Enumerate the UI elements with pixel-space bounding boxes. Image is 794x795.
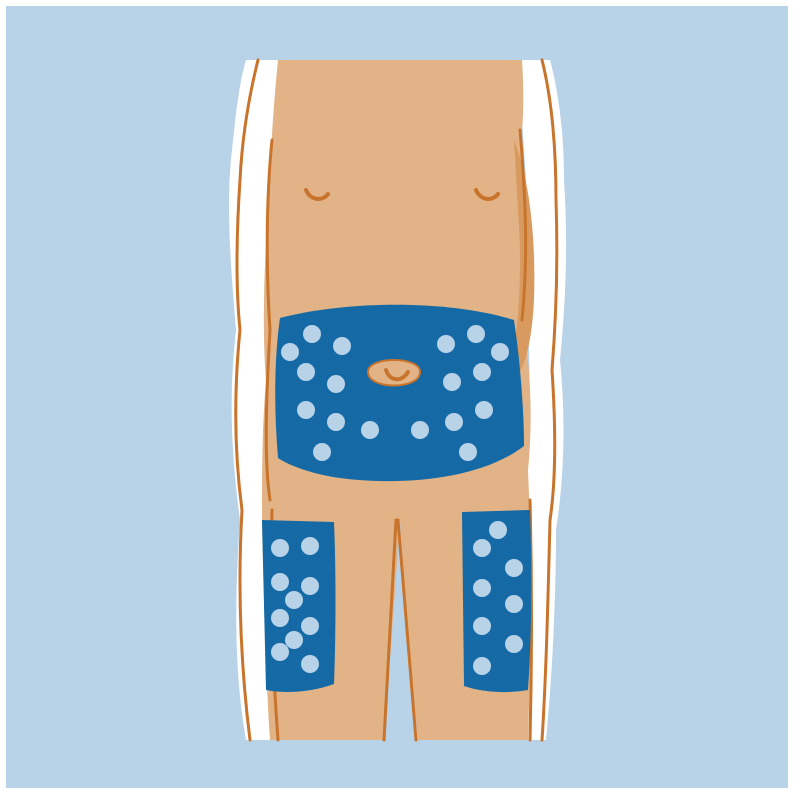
left-thigh-site-dot bbox=[271, 643, 289, 661]
abdomen-site-dot bbox=[303, 325, 321, 343]
abdomen-site-dot bbox=[297, 401, 315, 419]
right-thigh-site-dot bbox=[473, 539, 491, 557]
abdomen-site-dot bbox=[473, 363, 491, 381]
abdomen-site-dot bbox=[297, 363, 315, 381]
left-thigh-site-dot bbox=[301, 617, 319, 635]
right-thigh-site-dot bbox=[489, 521, 507, 539]
abdomen-site-dot bbox=[333, 337, 351, 355]
left-thigh-site-dot bbox=[271, 573, 289, 591]
left-thigh-site-dot bbox=[285, 631, 303, 649]
right-thigh-site-dot bbox=[473, 579, 491, 597]
abdomen-site-dot bbox=[491, 343, 509, 361]
left-thigh-site-dot bbox=[271, 539, 289, 557]
left-thigh-site-dot bbox=[271, 609, 289, 627]
left-thigh-site-dot bbox=[301, 577, 319, 595]
right-thigh-site-dot bbox=[505, 595, 523, 613]
abdomen-site-dot bbox=[327, 413, 345, 431]
abdomen-site-dot bbox=[443, 373, 461, 391]
right-thigh-site-dot bbox=[505, 559, 523, 577]
abdomen-site-dot bbox=[327, 375, 345, 393]
abdomen-site-dot bbox=[361, 421, 379, 439]
right-thigh-site-dot bbox=[473, 617, 491, 635]
abdomen-site-dot bbox=[281, 343, 299, 361]
left-thigh-site-dot bbox=[285, 591, 303, 609]
navel bbox=[368, 360, 420, 386]
abdomen-site-dot bbox=[445, 413, 463, 431]
abdomen-site-dot bbox=[313, 443, 331, 461]
abdomen-site-dot bbox=[467, 325, 485, 343]
abdomen-site-dot bbox=[411, 421, 429, 439]
left-thigh-site-dot bbox=[301, 537, 319, 555]
abdomen-site-dot bbox=[459, 443, 477, 461]
abdomen-site-dot bbox=[437, 335, 455, 353]
right-thigh-site-dot bbox=[473, 657, 491, 675]
left-thigh-site-dot bbox=[301, 655, 319, 673]
abdomen-site-dot bbox=[475, 401, 493, 419]
right-thigh-site-dot bbox=[505, 635, 523, 653]
